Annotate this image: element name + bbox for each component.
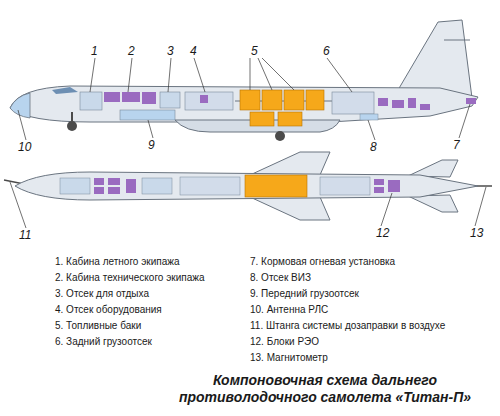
legend-item: 11. Штанга системы дозаправки в воздухе bbox=[250, 319, 445, 332]
legend-item: 5. Топливные баки bbox=[55, 319, 141, 332]
legend-item: 4. Отсек оборудования bbox=[55, 303, 162, 316]
callout-number: 6 bbox=[323, 44, 330, 58]
callout-number: 1 bbox=[91, 44, 98, 58]
callout-number: 4 bbox=[190, 44, 197, 58]
legend-item: 3. Отсек для отдыха bbox=[55, 287, 149, 300]
legend-item: 10. Антенна РЛС bbox=[250, 303, 328, 316]
callout-number: 7 bbox=[453, 138, 460, 152]
callout-number: 12 bbox=[376, 226, 389, 240]
legend-item: 6. Задний грузоотсек bbox=[55, 335, 152, 348]
callout-number: 5 bbox=[251, 44, 258, 58]
callout-number: 3 bbox=[167, 44, 174, 58]
legend-item: 9. Передний грузоотсек bbox=[250, 287, 359, 300]
callout-number: 2 bbox=[128, 44, 135, 58]
legend-item: 2. Кабина технического экипажа bbox=[55, 271, 204, 284]
callout-number: 11 bbox=[19, 228, 31, 242]
callout-number: 8 bbox=[370, 140, 377, 154]
callout-number: 9 bbox=[148, 138, 155, 152]
legend-item: 13. Магнитометр bbox=[250, 351, 328, 364]
legend-item: 7. Кормовая огневая установка bbox=[250, 255, 395, 268]
callout-number: 10 bbox=[18, 140, 31, 154]
legend-item: 1. Кабина летного экипажа bbox=[55, 255, 179, 268]
legend-item: 12. Блоки РЭО bbox=[250, 335, 319, 348]
legend-item: 8. Отсек ВИЗ bbox=[250, 271, 311, 284]
callout-number: 13 bbox=[470, 226, 483, 240]
caption: Компоновочная схема дальнего противолодо… bbox=[160, 372, 490, 406]
